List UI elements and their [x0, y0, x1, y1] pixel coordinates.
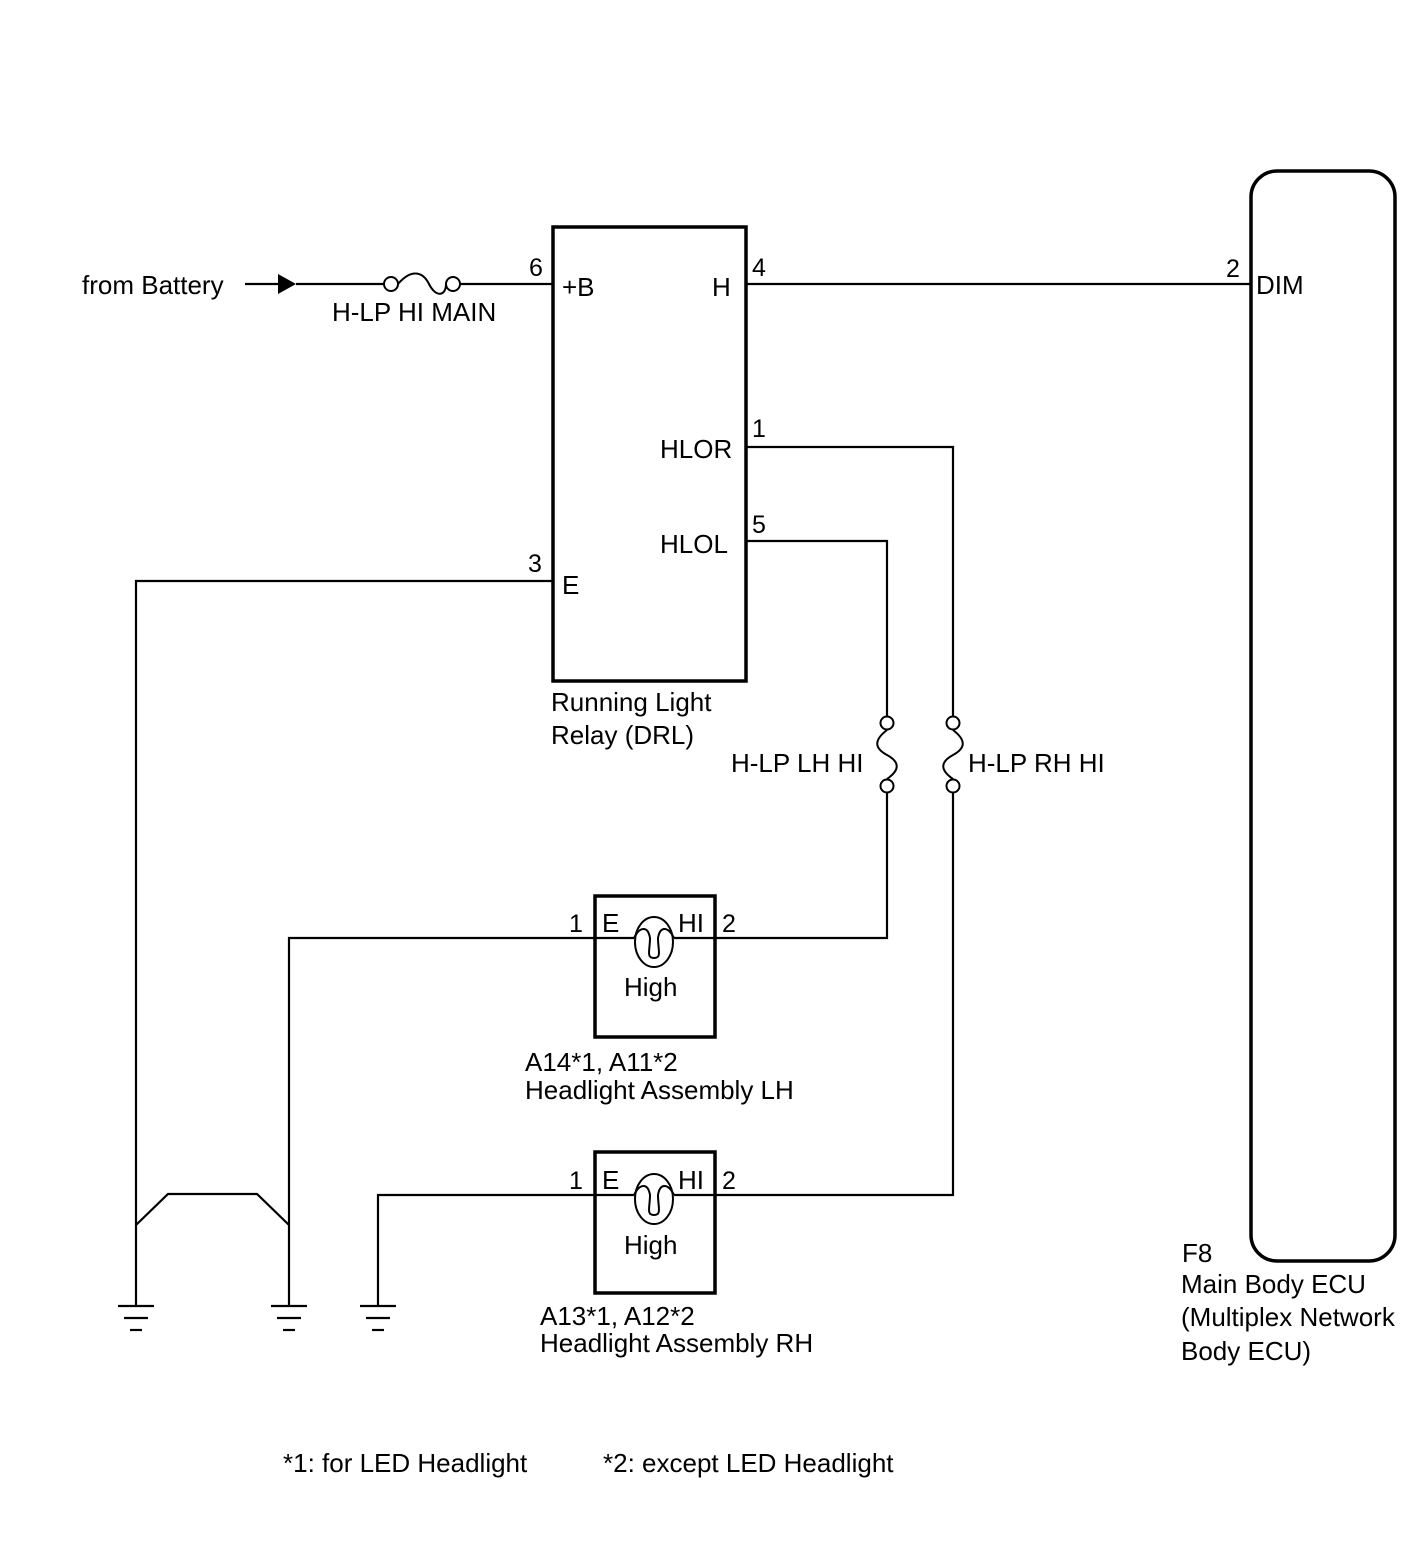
footnote-1: *1: for LED Headlight: [283, 1448, 528, 1478]
relay-pin-hlol-number: 5: [752, 511, 766, 539]
ecu-pin-label: DIM: [1256, 270, 1304, 300]
headlight-lh-pin-hi-number: 2: [722, 910, 736, 938]
headlight-rh-pin-e-label: E: [602, 1165, 619, 1195]
footnote-2: *2: except LED Headlight: [603, 1448, 894, 1478]
headlight-assembly-rh: 1 E HI 2 High A13*1, A12*2 Headlight Ass…: [540, 1150, 813, 1358]
headlight-rh-pin-hi-label: HI: [678, 1165, 704, 1195]
headlight-lh-bulb-label: High: [624, 972, 677, 1002]
headlight-assembly-lh: 1 E HI 2 High A14*1, A11*2 Headlight Ass…: [525, 894, 794, 1105]
headlight-lh-box: [593, 894, 717, 1039]
ground-wiring: [134, 579, 595, 1306]
running-light-relay: 6 +B 4 H 1 HLOR 5 HLOL 3 E Running Light…: [528, 225, 766, 750]
fuse-h-lp-hi-main: H-LP HI MAIN: [296, 272, 553, 327]
ground-icon: [360, 1304, 396, 1332]
headlight-lh-pin-e-number: 1: [569, 910, 583, 938]
headlight-rh-code: A13*1, A12*2: [540, 1301, 695, 1331]
ecu-box: [1249, 169, 1397, 1263]
relay-pin-hlol-label: HLOL: [660, 529, 728, 559]
headlight-rh-name: Headlight Assembly RH: [540, 1328, 813, 1358]
headlight-lh-code: A14*1, A11*2: [525, 1047, 678, 1077]
ecu-code: F8: [1182, 1238, 1212, 1268]
ground-icon: [271, 1304, 307, 1332]
main-body-ecu: 2 DIM F8 Main Body ECU (Multiplex Networ…: [1181, 169, 1397, 1366]
from-battery-label: from Battery: [82, 270, 224, 300]
relay-pin-h-number: 4: [752, 254, 766, 282]
headlight-lh-pin-e-label: E: [602, 908, 619, 938]
headlight-lh-pin-hi-label: HI: [678, 908, 704, 938]
headlight-rh-pin-hi-number: 2: [722, 1167, 736, 1195]
fuse-rh-label: H-LP RH HI: [968, 748, 1105, 778]
relay-pin-hlor-label: HLOR: [660, 434, 732, 464]
ecu-name-line3: Body ECU): [1181, 1336, 1311, 1366]
relay-pin-hlor-number: 1: [752, 415, 766, 443]
bulb-icon: [595, 1173, 715, 1225]
arrow-right-icon: [278, 274, 296, 294]
ecu-pin-number: 2: [1226, 255, 1240, 283]
ecu-name-line2: (Multiplex Network: [1181, 1302, 1396, 1332]
bulb-icon: [595, 916, 715, 968]
relay-pin-b-label: +B: [562, 272, 595, 302]
relay-name-line1: Running Light: [551, 687, 712, 717]
fuse-main-label: H-LP HI MAIN: [332, 297, 496, 327]
headlight-rh-bulb-label: High: [624, 1230, 677, 1260]
headlight-lh-name: Headlight Assembly LH: [525, 1075, 794, 1105]
relay-pin-e-label: E: [562, 570, 579, 600]
wire-hlol-to-lh: [715, 539, 898, 940]
battery-source: from Battery: [82, 270, 296, 300]
relay-box: [551, 225, 748, 683]
ecu-name-line1: Main Body ECU: [1181, 1269, 1366, 1299]
relay-pin-b-number: 6: [529, 254, 543, 282]
headlight-rh-pin-e-number: 1: [569, 1167, 583, 1195]
ground-icon: [118, 1304, 154, 1332]
relay-pin-e-number: 3: [528, 550, 542, 578]
wire-hlor-to-rh: [715, 445, 964, 1197]
relay-pin-h-label: H: [712, 272, 731, 302]
fuse-lh-label: H-LP LH HI: [731, 748, 863, 778]
headlight-rh-box: [593, 1150, 717, 1295]
relay-name-line2: Relay (DRL): [551, 720, 694, 750]
